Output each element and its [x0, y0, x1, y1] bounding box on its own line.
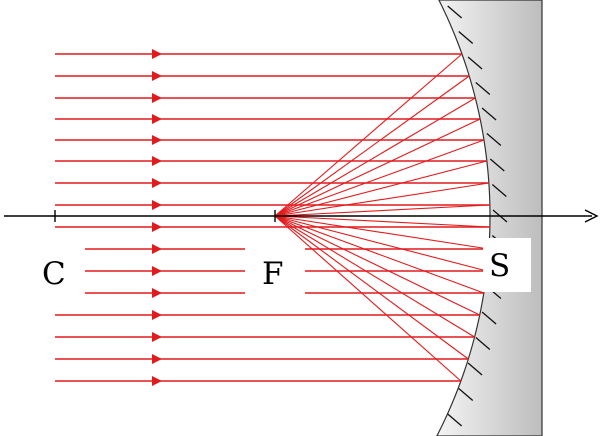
hatch-mark — [481, 107, 497, 121]
hatch-mark — [489, 158, 505, 172]
hatch-mark — [447, 5, 463, 19]
hatch-mark — [475, 82, 491, 95]
ray-arrowhead — [152, 222, 162, 232]
ray-arrowhead — [152, 71, 162, 81]
reflected-ray — [274, 215, 490, 228]
reflected-ray — [274, 182, 489, 217]
hatch-mark — [467, 362, 483, 376]
reflected-ray — [274, 160, 487, 217]
ray-arrowhead — [152, 200, 162, 210]
reflected-ray — [274, 53, 463, 217]
ray-arrowhead — [152, 135, 162, 145]
hatch-mark — [458, 388, 474, 401]
hatch-mark — [467, 56, 483, 70]
reflected-ray — [274, 75, 470, 217]
reflected-ray — [274, 215, 489, 250]
ray-arrowhead — [152, 49, 162, 59]
hatch-mark — [481, 311, 497, 325]
reflected-ray — [274, 215, 485, 294]
vertex-label-background — [483, 238, 531, 292]
ray-arrowhead — [152, 354, 162, 364]
hatch-mark — [486, 133, 502, 146]
ray-arrowhead — [152, 156, 162, 166]
ray-arrowhead — [152, 332, 162, 342]
reflected-ray — [274, 139, 485, 217]
reflected-ray — [274, 215, 462, 382]
ray-arrowhead — [152, 266, 162, 276]
light-rays — [55, 49, 490, 386]
ray-arrowhead — [152, 288, 162, 298]
hatch-mark — [475, 337, 491, 350]
reflected-ray — [274, 215, 469, 360]
hatch-mark — [491, 184, 507, 197]
hatch-mark — [447, 413, 463, 427]
ray-arrowhead — [152, 114, 162, 124]
ray-arrowhead — [152, 310, 162, 320]
hatch-mark — [458, 31, 474, 44]
reflected-ray — [274, 215, 487, 272]
reflected-ray — [274, 204, 490, 217]
ray-arrowhead — [152, 376, 162, 386]
mirror-body — [436, 0, 543, 436]
ray-arrowhead — [152, 244, 162, 254]
reflected-ray — [274, 215, 480, 316]
vertex-label: S — [489, 248, 510, 284]
ray-arrowhead — [152, 178, 162, 188]
focus-label: F — [262, 256, 284, 292]
optical-axis-arrowhead — [584, 209, 599, 223]
reflected-ray — [274, 97, 476, 217]
center-label: C — [42, 256, 66, 292]
ray-arrowhead — [152, 93, 162, 103]
reflected-ray — [274, 118, 481, 217]
reflected-ray — [274, 215, 475, 338]
